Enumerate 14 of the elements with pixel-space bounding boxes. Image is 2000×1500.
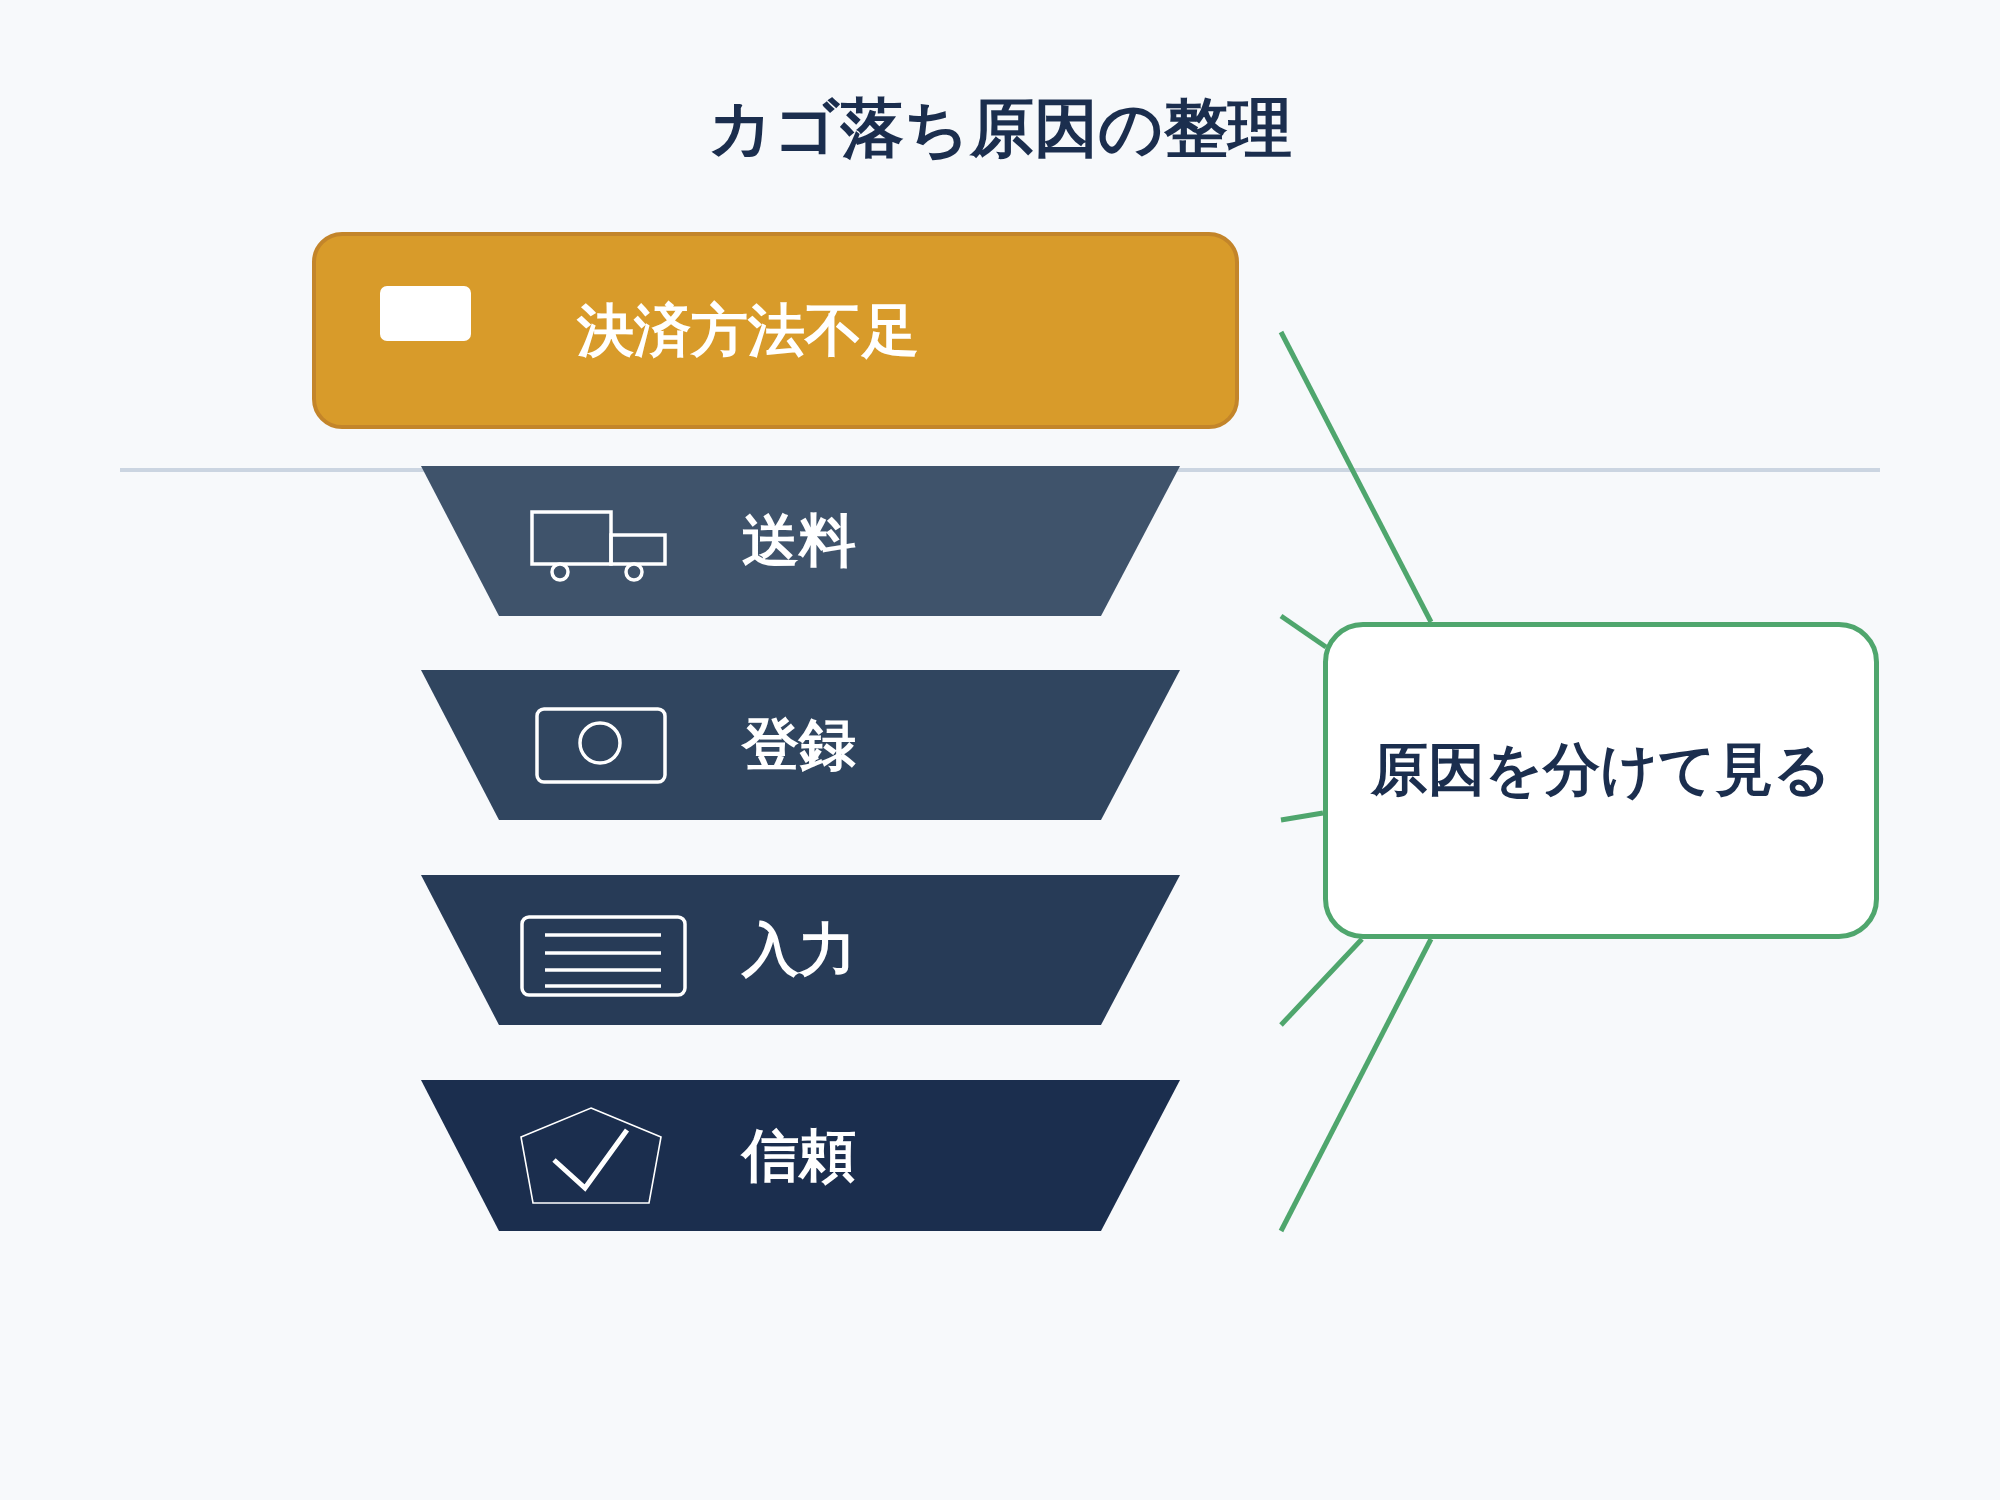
- cause-card: [312, 232, 1239, 429]
- connector-line: [1278, 330, 1434, 624]
- diagram-title: カゴ落ち原因の整理: [708, 91, 1292, 165]
- cause-label: 登録: [742, 712, 856, 778]
- connector-line: [1278, 937, 1434, 1233]
- cause-label: 送料: [742, 508, 856, 574]
- cause-label: 入力: [742, 917, 856, 983]
- summary-box: [1323, 622, 1879, 939]
- connector-line: [1279, 613, 1328, 650]
- cause-label: 決済方法不足: [577, 297, 919, 364]
- summary-label: 原因を分けて見る: [1369, 737, 1832, 803]
- cause-label: 信頼: [742, 1122, 856, 1189]
- connector-line: [1279, 937, 1364, 1027]
- connector-line: [1280, 810, 1324, 823]
